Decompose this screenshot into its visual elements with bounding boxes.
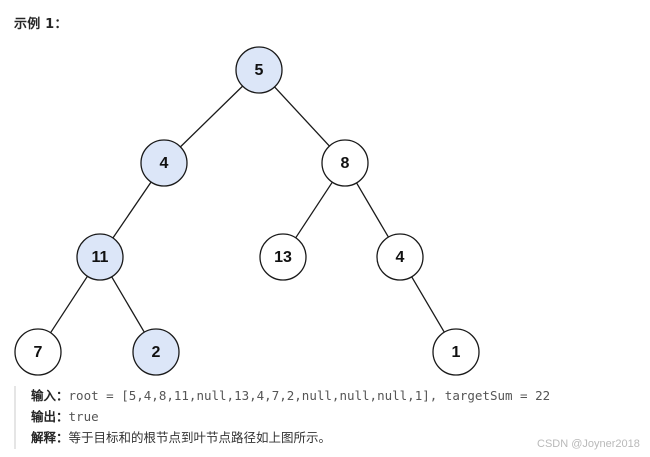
explain-label: 解释： <box>31 430 69 445</box>
tree-node-circle <box>76 233 124 281</box>
explain-value: 等于目标和的根节点到叶节点路径如上图所示。 <box>68 430 332 445</box>
tree-edge-n11-n7 <box>50 275 88 334</box>
tree-node-value: 4 <box>396 249 405 266</box>
tree-node-n7: 7 <box>14 328 62 376</box>
tree-node-n1: 1 <box>432 328 480 376</box>
watermark: CSDN @Joyner2018 <box>537 438 640 450</box>
tree-node-circle <box>259 233 307 281</box>
tree-node-value: 2 <box>152 344 161 361</box>
tree-node-n2: 2 <box>132 328 180 376</box>
input-label: 输入： <box>31 388 69 403</box>
output-label: 输出： <box>31 409 69 424</box>
binary-tree-diagram: 5 4 8 11 13 4 7 2 1 <box>14 46 480 376</box>
tree-edge-n8-n13 <box>295 181 333 239</box>
tree-node-circle <box>132 328 180 376</box>
tree-node-value: 1 <box>452 344 461 361</box>
output-value: true <box>68 409 99 424</box>
tree-edge-n5-n8 <box>274 86 330 147</box>
explain-line: 解释：等于目标和的根节点到叶节点路径如上图所示。 <box>31 428 550 449</box>
tree-node-value: 5 <box>255 62 264 79</box>
tree-node-circle <box>14 328 62 376</box>
tree-node-value: 7 <box>34 344 43 361</box>
tree-node-n5: 5 <box>235 46 283 94</box>
explanation-block: 输入：root = [5,4,8,11,null,13,4,7,2,null,n… <box>14 386 550 449</box>
tree-node-circle <box>321 139 369 187</box>
tree-edge-n5-n4a <box>179 85 244 148</box>
tree-edge-n4a-n11 <box>112 181 152 239</box>
tree-node-n4a: 4 <box>140 139 188 187</box>
tree-node-value: 11 <box>92 249 109 266</box>
tree-node-n8: 8 <box>321 139 369 187</box>
tree-node-circle <box>376 233 424 281</box>
output-line: 输出：true <box>31 407 550 428</box>
tree-edge-n8-n4b <box>356 182 389 238</box>
tree-node-circle <box>235 46 283 94</box>
tree-node-value: 8 <box>341 155 350 172</box>
tree-node-circle <box>140 139 188 187</box>
tree-node-n4b: 4 <box>376 233 424 281</box>
tree-node-value: 4 <box>160 155 169 172</box>
input-value: root = [5,4,8,11,null,13,4,7,2,null,null… <box>68 388 551 403</box>
tree-node-value: 13 <box>274 249 292 266</box>
example-title: 示例 1： <box>14 17 68 32</box>
input-line: 输入：root = [5,4,8,11,null,13,4,7,2,null,n… <box>31 386 550 407</box>
tree-node-circle <box>432 328 480 376</box>
tree-node-n13: 13 <box>259 233 307 281</box>
tree-edge-n4b-n1 <box>411 276 445 333</box>
tree-node-n11: 11 <box>76 233 124 281</box>
tree-edge-n11-n2 <box>111 276 145 333</box>
